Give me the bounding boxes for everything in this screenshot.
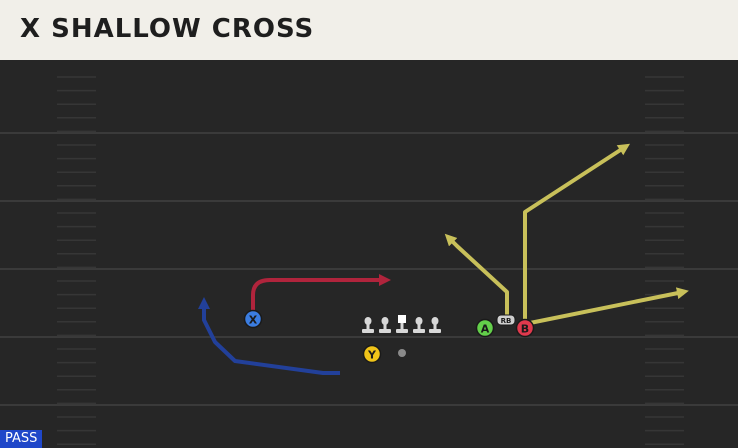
hash-marks <box>57 76 684 445</box>
lineman-icon <box>362 317 374 333</box>
yard-lines <box>0 132 738 406</box>
lineman-icon <box>413 317 425 333</box>
quarterback-dot <box>398 349 406 357</box>
player-a-label: A <box>481 323 490 336</box>
route-b-post <box>523 143 631 320</box>
player-x-label: X <box>249 314 258 327</box>
route-y-blue <box>198 297 340 375</box>
football-field: X Y A B RB <box>0 60 738 448</box>
player-y-label: Y <box>367 349 377 362</box>
play-type-badge: PASS <box>0 430 43 448</box>
route-a-yellow <box>444 233 509 323</box>
lineman-icon <box>379 317 391 333</box>
player-b[interactable]: B <box>515 318 535 338</box>
play-title: X SHALLOW CROSS <box>20 14 315 44</box>
center-icon <box>396 315 408 333</box>
lineman-icon <box>429 317 441 333</box>
player-a[interactable]: A <box>475 318 495 338</box>
play-title-bar: X SHALLOW CROSS <box>0 0 738 60</box>
offensive-line <box>362 315 441 333</box>
player-y[interactable]: Y <box>362 344 382 364</box>
route-b-out <box>524 287 689 326</box>
player-rb-label: RB <box>501 317 512 325</box>
player-b-label: B <box>521 323 529 336</box>
field-turf <box>0 60 738 448</box>
route-x-red <box>251 274 391 318</box>
player-x[interactable]: X <box>243 309 263 329</box>
player-rb[interactable]: RB <box>496 314 516 326</box>
